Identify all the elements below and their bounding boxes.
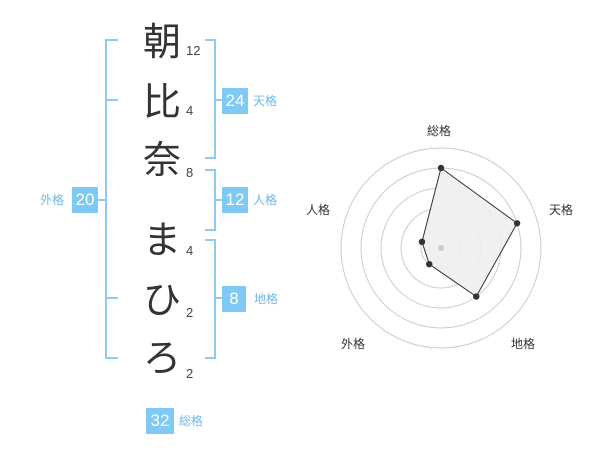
radar-axis-label-tenkaku: 天格: [549, 203, 574, 217]
name-char-1: 朝: [142, 20, 181, 64]
stroke-count-2: 4: [186, 103, 194, 118]
radar-axis-label-soukaku: 総格: [427, 124, 452, 138]
soukaku-value-badge: 32: [146, 408, 174, 434]
radar-center: [438, 245, 444, 251]
name-char-3: 奈: [142, 138, 181, 182]
jinkaku-value-badge: 12: [222, 187, 248, 213]
radar-polygon: [421, 167, 518, 298]
radar-point-3: [473, 293, 480, 300]
radar-point-4: [426, 260, 433, 268]
jinkaku-label: 人格: [253, 193, 278, 207]
radar-point-5: [418, 238, 426, 246]
name-char-5: ひ: [142, 278, 181, 322]
stroke-count-1: 12: [186, 43, 201, 58]
radar-axis-label-gaikaku: 外格: [341, 337, 366, 351]
radar-axis-label-jinkaku: 人格: [306, 203, 331, 217]
gaikaku-label: 外格: [40, 193, 65, 207]
stroke-count-3: 8: [186, 165, 194, 180]
gaikaku-value-badge: 20: [72, 187, 98, 213]
chikaku-label: 地格: [254, 292, 279, 306]
tenkaku-value-badge: 24: [222, 88, 248, 114]
name-char-6: ろ: [142, 336, 181, 380]
tenkaku-label: 天格: [253, 94, 278, 108]
stroke-count-6: 2: [186, 366, 194, 381]
radar-point-2: [513, 220, 521, 227]
radar-ring: [340, 147, 542, 349]
stroke-count-4: 4: [186, 243, 194, 258]
name-char-4: ま: [142, 218, 181, 262]
chikaku-value-badge: 8: [222, 286, 246, 312]
radar-axis-label-chikaku: 地格: [511, 337, 536, 351]
stroke-count-5: 2: [186, 305, 194, 320]
radar-point-1: [437, 164, 445, 172]
name-char-2: 比: [142, 80, 181, 124]
soukaku-label: 総格: [179, 414, 204, 428]
